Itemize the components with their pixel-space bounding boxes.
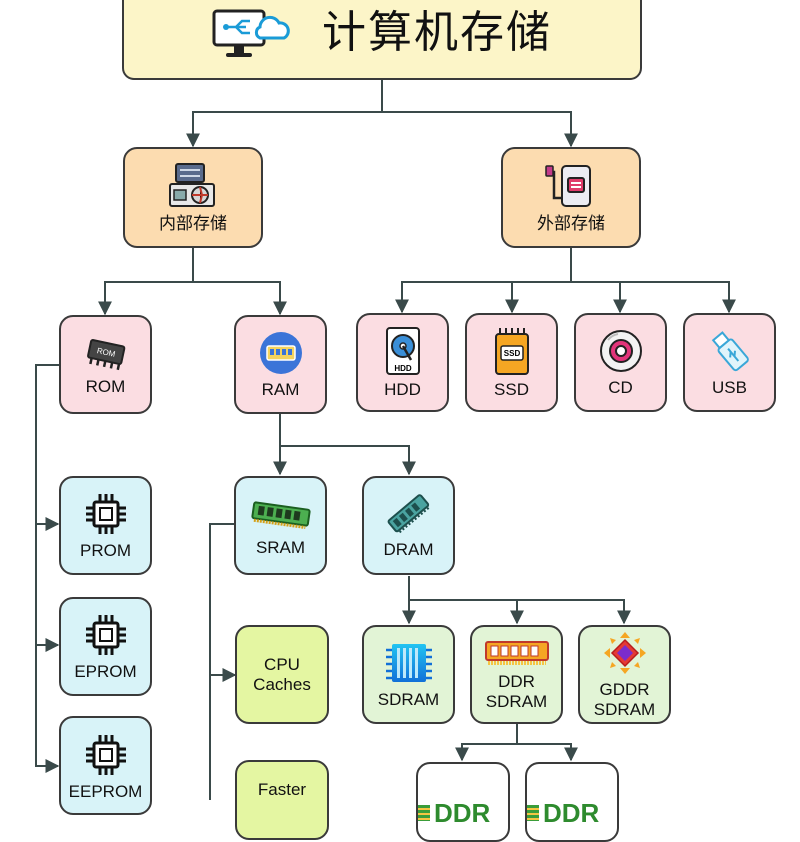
edge-external-cd [402,281,736,314]
node-ddr-sdram: DDR SDRAM [470,625,563,724]
node-internal-storage-label: 内部存储 [159,213,227,233]
node-external-storage-label: 外部存储 [537,213,605,233]
computer-cloud-icon [212,9,290,57]
node-external-storage: 外部存储 [501,147,641,248]
svg-text:SSD: SSD [503,349,520,358]
node-eeprom-label: EEPROM [68,782,143,801]
node-ddr-sdram-label-2: SDRAM [485,691,548,711]
node-cpu-caches-label-2: Caches [253,674,311,694]
node-usb-label: USB [712,377,747,397]
edge-internal-rom [98,248,194,316]
microchip-icon [85,493,126,534]
node-eeprom: EEPROM [59,716,152,815]
node-sram: SRAM [234,476,327,575]
node-rom: ROM ROM [59,315,152,414]
rom-chip-icon: ROM [86,338,125,370]
edge-rom-eeprom [35,645,60,773]
node-cpu-caches: CPU Caches [235,625,329,724]
node-internal-storage: 内部存储 [123,147,263,248]
microchip-icon [85,735,126,775]
node-ssd: SSD SSD [465,313,558,412]
node-gddr-sdram-label-2: SDRAM [593,699,656,719]
edge-rom-eprom [35,524,60,652]
ssd-icon: SSD [494,327,529,375]
node-faster: Faster [235,760,329,840]
node-ddr-child-1: DDR [416,762,510,842]
microchip-icon [85,614,126,655]
edge-ddr-child-2 [517,743,578,762]
usb-drive-icon [711,330,749,371]
node-ddr-child-1-label: DDR [434,798,491,828]
node-hdd: HDD HDD [356,313,449,412]
edge-internal-ram [193,281,287,316]
edge-title-external [382,111,578,148]
node-ram-label: RAM [261,379,300,399]
node-usb: USB [683,313,776,412]
connector-lines [35,80,736,800]
node-sram-label: SRAM [255,537,306,557]
node-gddr-sdram-label-1: GDDR [599,679,650,699]
ddr-label-icon [418,805,430,821]
ddr-label-icon [527,805,539,821]
edge-ram-dram [280,445,416,476]
node-eprom: EPROM [59,597,152,696]
node-ram: RAM [234,315,327,414]
edge-ddr-child-1 [455,724,518,762]
node-ssd-label: SSD [494,379,529,399]
page-title: 计算机存储 [322,8,552,57]
gpu-chip-icon [603,631,646,674]
edge-external-hdd [395,248,572,314]
node-dram: DRAM [362,476,455,575]
hard-disk-icon: HDD [385,326,420,375]
server-motherboard-icon [169,162,215,207]
node-cpu-caches-label-1: CPU [264,654,300,674]
node-gddr-sdram: GDDR SDRAM [578,625,671,724]
node-ddr-sdram-label-1: DDR [498,671,535,691]
edge-dram-ddr [409,599,631,625]
node-eprom-label: EPROM [74,661,137,681]
node-ddr-child-2-label: DDR [543,798,600,828]
ram-module-icon [259,331,302,374]
edge-sram-cpu [209,523,237,682]
edge-title-internal [186,80,383,148]
node-sdram-label: SDRAM [377,689,440,709]
node-prom: PROM [59,476,152,575]
node-ddr-child-2: DDR [525,762,619,842]
svg-text:HDD: HDD [394,364,412,373]
memory-chip-icon [385,643,432,682]
node-sdram: SDRAM [362,625,455,724]
optical-disc-icon [599,329,642,372]
memory-stick-icon [250,500,311,529]
edge-rom-prom [35,364,60,531]
title-node: 计算机存储 [122,0,642,80]
external-drive-icon [545,164,591,207]
node-cd: CD [574,313,667,412]
node-hdd-label: HDD [384,379,421,399]
node-dram-label: DRAM [383,539,434,559]
node-cd-label: CD [608,377,633,397]
node-rom-label: ROM [85,376,126,396]
svg-text:ROM: ROM [96,346,116,359]
node-faster-label: Faster [257,780,307,799]
ddr-module-icon [484,640,549,665]
memory-stick-icon [387,493,429,533]
node-prom-label: PROM [80,540,131,560]
